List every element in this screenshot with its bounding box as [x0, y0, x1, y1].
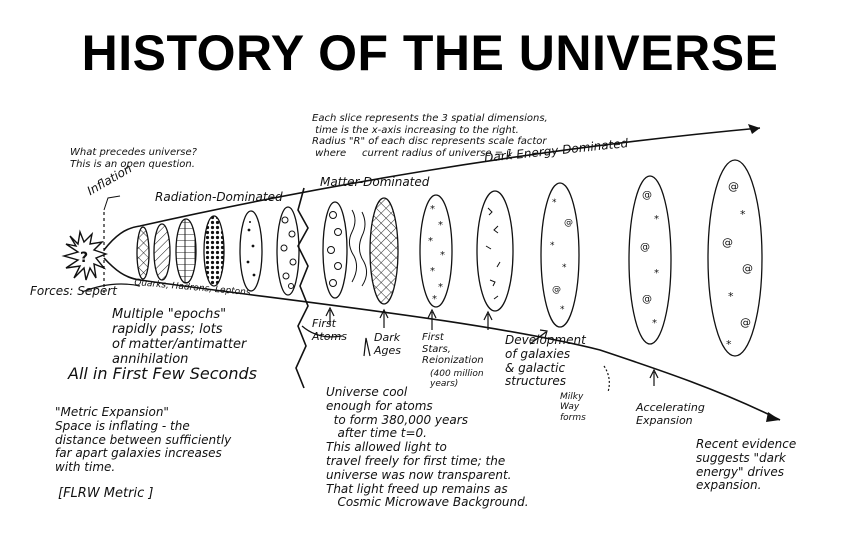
- svg-text:*: *: [428, 236, 433, 247]
- era-label-radiation: Radiation-Dominated: [155, 190, 283, 204]
- epochs-note: Multiple "epochs" rapidly pass; lots of …: [112, 307, 247, 367]
- event-galaxies: Development of galaxies & galactic struc…: [505, 333, 586, 389]
- forces-label: Forces: Sepert: [30, 284, 117, 298]
- svg-text:@: @: [740, 316, 751, 329]
- svg-text:*: *: [438, 220, 443, 231]
- svg-text:*: *: [552, 198, 557, 208]
- svg-text:*: *: [430, 204, 435, 215]
- svg-text:@: @: [564, 218, 573, 228]
- svg-text:*: *: [550, 241, 555, 251]
- event-first-stars: First Stars, Reionization: [422, 332, 484, 366]
- svg-text:*: *: [440, 250, 445, 261]
- era-separator: [295, 187, 309, 389]
- svg-text:@: @: [742, 262, 753, 275]
- svg-text:@: @: [552, 285, 561, 295]
- cone-lower-edge: [103, 257, 781, 421]
- disc-3: [175, 218, 197, 284]
- svg-text:*: *: [562, 263, 567, 273]
- disc-2: [153, 223, 171, 281]
- disc-dark-energy-2: [628, 175, 672, 345]
- svg-text:*: *: [438, 282, 443, 293]
- disc-first-atoms: [322, 201, 348, 299]
- disc-dark-energy-1: [540, 182, 580, 328]
- svg-text:*: *: [654, 268, 659, 279]
- era-label-matter: Matter-Dominated: [320, 175, 430, 189]
- svg-text:@: @: [640, 242, 650, 253]
- big-bang-burst: ?: [61, 229, 109, 281]
- svg-text:@: @: [728, 180, 739, 193]
- svg-text:@: @: [642, 294, 652, 305]
- svg-text:*: *: [654, 214, 659, 225]
- metric-expansion-note: "Metric Expansion" Space is inflating - …: [55, 405, 232, 475]
- svg-text:*: *: [430, 266, 435, 277]
- flrw-metric-label: [FLRW Metric ]: [58, 486, 154, 501]
- svg-text:*: *: [652, 318, 657, 329]
- disc-1: [136, 226, 150, 280]
- svg-text:@: @: [642, 190, 652, 201]
- disc-5: [239, 210, 263, 292]
- disc-galaxies: [476, 190, 514, 312]
- page-title: HISTORY OF THE UNIVERSE: [81, 25, 779, 81]
- header-note: Each slice represents the 3 spatial dime…: [312, 113, 548, 159]
- disc-dark-energy-3: [707, 159, 763, 357]
- svg-text:*: *: [740, 208, 746, 221]
- open-question: What precedes universe? This is an open …: [70, 147, 197, 170]
- event-first-atoms: First Atoms: [312, 317, 348, 343]
- svg-text:*: *: [726, 338, 732, 351]
- cmb-note: Universe cool enough for atoms to form 3…: [326, 385, 529, 510]
- event-dark-ages: Dark Ages: [374, 331, 402, 357]
- event-milky-way: Milky Way forms: [560, 392, 586, 423]
- disc-dark-ages: [369, 197, 399, 305]
- disc-first-stars: [419, 194, 453, 308]
- pointer-arrows: [81, 283, 659, 393]
- svg-text:?: ?: [80, 250, 88, 266]
- svg-text:*: *: [432, 294, 437, 305]
- disc-6: [276, 206, 300, 296]
- dark-energy-note: Recent evidence suggests "dark energy" d…: [696, 437, 797, 493]
- svg-text:@: @: [722, 236, 733, 249]
- disc-4: [203, 215, 225, 287]
- svg-text:*: *: [560, 305, 565, 315]
- event-accelerating: Accelerating Expansion: [636, 401, 705, 427]
- event-first-stars-note: (400 million years): [430, 369, 484, 390]
- first-seconds-label: All in First Few Seconds: [68, 364, 257, 383]
- svg-text:*: *: [728, 290, 734, 303]
